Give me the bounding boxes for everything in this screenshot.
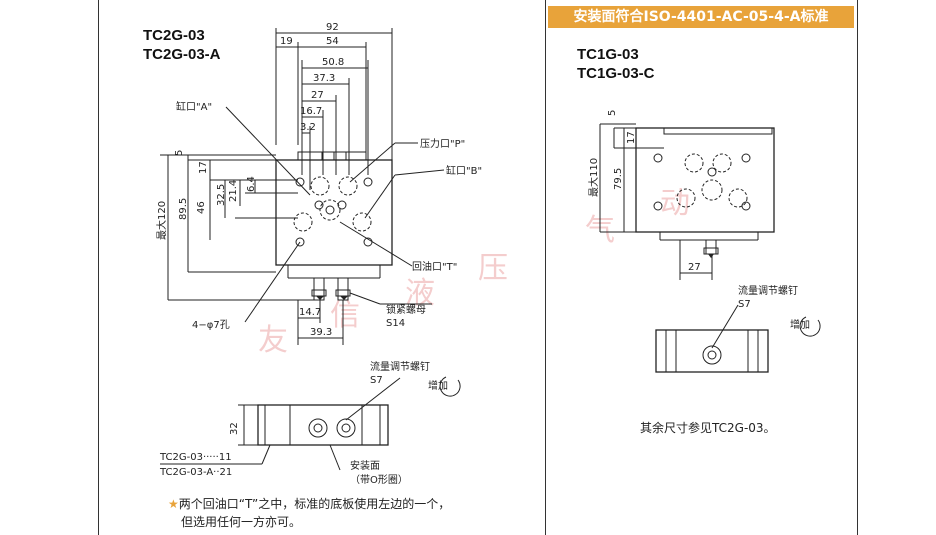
left-note-1: ★两个回油口“T”之中，标准的底板使用左边的一个， bbox=[168, 496, 450, 513]
watermark-char-4: 压 bbox=[478, 251, 508, 286]
right-dim-5: 5 bbox=[607, 110, 618, 116]
standard-banner: 安装面符合ISO-4401-AC-05-4-A标准 bbox=[548, 6, 854, 28]
dim-top-3-2: 3.2 bbox=[300, 122, 316, 133]
right-label-flow-screw: 流量调节螺钉 bbox=[738, 284, 798, 297]
dim-left-6-4: 6.4 bbox=[246, 176, 257, 192]
dim-left-21-4: 21.4 bbox=[228, 180, 239, 202]
label-port-b: 缸口"B" bbox=[446, 164, 482, 177]
dim-top-54: 54 bbox=[326, 36, 339, 47]
label-mount-face: 安装面 bbox=[350, 459, 380, 472]
right-dim-17: 17 bbox=[626, 131, 637, 144]
watermark-char-6: 动 bbox=[660, 186, 690, 221]
dim-top-27: 27 bbox=[311, 90, 324, 101]
dim-top-16-7: 16.7 bbox=[300, 106, 322, 117]
right-dim-max110: 最大110 bbox=[587, 158, 600, 197]
label-s14: S14 bbox=[386, 318, 405, 329]
divider bbox=[545, 0, 546, 535]
dim-bottom-39-3: 39.3 bbox=[310, 327, 332, 338]
star-icon: ★ bbox=[168, 497, 179, 511]
right-label-s7: S7 bbox=[738, 299, 751, 310]
label-port-p: 压力口"P" bbox=[420, 137, 465, 150]
label-code-2: TC2G-03-A··21 bbox=[159, 467, 232, 478]
right-dim-79-5: 79.5 bbox=[613, 168, 624, 190]
left-note-text-1: 两个回油口“T”之中，标准的底板使用左边的一个， bbox=[178, 497, 451, 511]
dim-left-17: 17 bbox=[198, 161, 209, 174]
right-dim-labels: 5 17 最大110 79.5 27 流量调节螺钉 S7 增加 bbox=[587, 110, 810, 331]
dim-left-32-5: 32.5 bbox=[216, 184, 227, 206]
label-port-a: 缸口"A" bbox=[176, 100, 212, 113]
dim-32: 32 bbox=[229, 422, 240, 435]
label-lock-nut: 锁紧螺母 bbox=[386, 303, 426, 316]
dim-top-19: 19 bbox=[280, 36, 293, 47]
dim-top-50-8: 50.8 bbox=[322, 57, 344, 68]
right-model-1: TC1G-03 bbox=[577, 46, 639, 63]
right-model-2: TC1G-03-C bbox=[577, 65, 655, 82]
dim-left-46: 46 bbox=[196, 201, 207, 214]
right-note: 其余尺寸参见TC2G-03。 bbox=[640, 421, 776, 435]
label-increase: 增加 bbox=[428, 379, 448, 392]
label-holes: 4−φ7孔 bbox=[192, 319, 230, 331]
label-port-t: 回油口"T" bbox=[412, 260, 457, 273]
label-code-1: TC2G-03·····11 bbox=[159, 452, 232, 463]
right-panel-border-right bbox=[857, 0, 858, 535]
left-dim-labels: 92 19 54 50.8 37.3 27 16.7 3.2 5 17 6.4 … bbox=[155, 22, 482, 486]
watermark-char-2: 信 bbox=[330, 298, 360, 333]
watermark-char-1: 友 bbox=[258, 323, 288, 358]
dim-left-89-5: 89.5 bbox=[178, 198, 189, 220]
dim-top-37-3: 37.3 bbox=[313, 73, 335, 84]
left-model-2: TC2G-03-A bbox=[143, 46, 221, 63]
right-dim-27: 27 bbox=[688, 262, 701, 273]
label-o-ring: （带O形圈） bbox=[350, 474, 408, 486]
watermark-char-3: 液 bbox=[405, 276, 435, 311]
label-flow-screw: 流量调节螺钉 bbox=[370, 360, 430, 373]
dim-bottom-14-7: 14.7 bbox=[299, 307, 321, 318]
left-panel-border-left bbox=[98, 0, 99, 535]
dim-left-5: 5 bbox=[174, 150, 185, 156]
left-note-2: 但选用任何一方亦可。 bbox=[181, 515, 302, 529]
right-label-increase: 增加 bbox=[790, 318, 810, 331]
dim-left-max120: 最大120 bbox=[155, 201, 168, 240]
dim-top-92: 92 bbox=[326, 22, 339, 33]
left-model-1: TC2G-03 bbox=[143, 27, 205, 44]
label-s7: S7 bbox=[370, 375, 383, 386]
